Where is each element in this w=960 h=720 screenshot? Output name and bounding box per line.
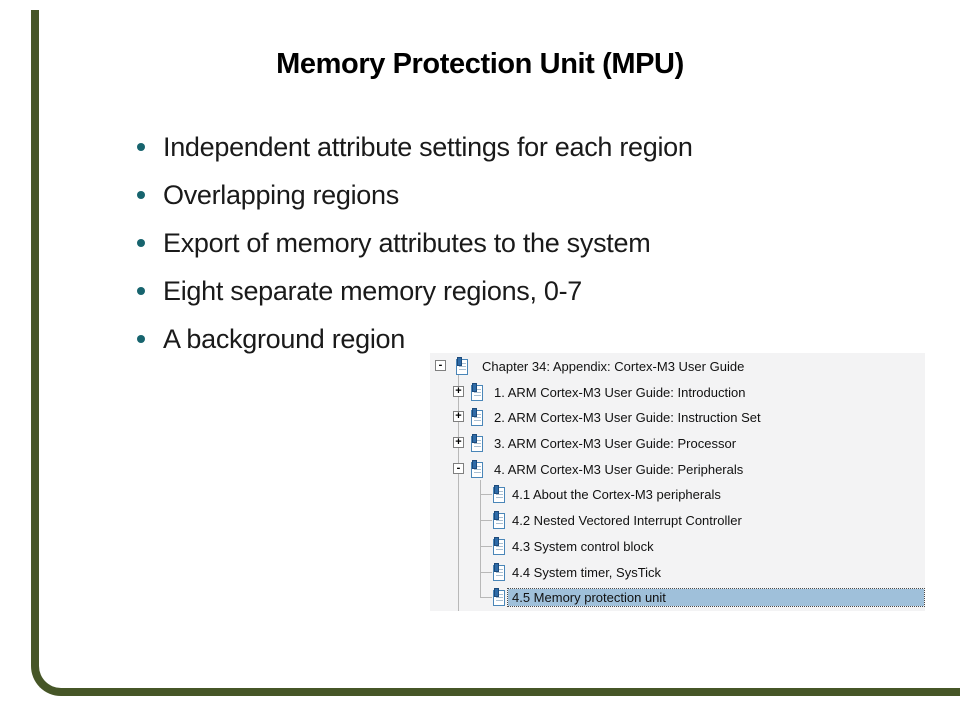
tree-connector-line	[458, 373, 459, 611]
collapse-toggle-icon[interactable]: -	[453, 463, 464, 474]
tree-item-label: 4. ARM Cortex-M3 User Guide: Peripherals	[494, 462, 744, 477]
tree-item-label: 4.5 Memory protection unit	[507, 588, 925, 607]
toc-tree-panel: - Chapter 34: Appendix: Cortex-M3 User G…	[430, 353, 925, 611]
tree-item[interactable]: 4.2 Nested Vectored Interrupt Controller	[430, 509, 925, 531]
tree-item-label: 4.3 System control block	[512, 539, 654, 554]
expand-toggle-icon[interactable]: +	[453, 437, 464, 448]
topic-page-icon	[492, 537, 506, 558]
tree-item[interactable]: + 1. ARM Cortex-M3 User Guide: Introduct…	[430, 381, 925, 403]
tree-item-label: 4.4 System timer, SysTick	[512, 565, 662, 580]
tree-item-label: 1. ARM Cortex-M3 User Guide: Introductio…	[494, 385, 746, 400]
bullet-item: Eight separate memory regions, 0-7	[130, 267, 770, 315]
topic-page-icon	[470, 383, 484, 404]
topic-page-icon	[492, 511, 506, 532]
tree-item-label: 3. ARM Cortex-M3 User Guide: Processor	[494, 436, 737, 451]
tree-item[interactable]: 4.4 System timer, SysTick	[430, 561, 925, 583]
topic-page-icon	[492, 563, 506, 584]
topic-page-icon	[470, 408, 484, 429]
tree-item[interactable]: - 4. ARM Cortex-M3 User Guide: Periphera…	[430, 458, 925, 480]
tree-item[interactable]: + 2. ARM Cortex-M3 User Guide: Instructi…	[430, 406, 925, 428]
tree-item-label: 2. ARM Cortex-M3 User Guide: Instruction…	[494, 410, 761, 425]
collapse-toggle-icon[interactable]: -	[435, 360, 446, 371]
topic-page-icon	[470, 434, 484, 455]
tree-connector-line	[480, 480, 481, 597]
expand-toggle-icon[interactable]: +	[453, 411, 464, 422]
slide-title: Memory Protection Unit (MPU)	[276, 48, 684, 80]
tree-item[interactable]: - Chapter 34: Appendix: Cortex-M3 User G…	[430, 355, 925, 377]
bullet-item: Overlapping regions	[130, 171, 770, 219]
bullet-item: Export of memory attributes to the syste…	[130, 219, 770, 267]
topic-page-icon	[492, 588, 506, 609]
tree-item[interactable]: 4.1 About the Cortex-M3 peripherals	[430, 483, 925, 505]
bullet-list: Independent attribute settings for each …	[130, 123, 770, 363]
expand-toggle-icon[interactable]: +	[453, 386, 464, 397]
slide-accent-frame	[31, 10, 960, 696]
tree-item[interactable]: + 3. ARM Cortex-M3 User Guide: Processor	[430, 432, 925, 454]
bullet-item: A background region	[130, 315, 770, 363]
topic-page-icon	[470, 460, 484, 481]
bullet-item: Independent attribute settings for each …	[130, 123, 770, 171]
tree-item-label: 4.2 Nested Vectored Interrupt Controller	[512, 513, 742, 528]
topic-page-icon	[455, 357, 469, 378]
tree-item-selected[interactable]: 4.5 Memory protection unit	[430, 586, 925, 608]
tree-item-label: 4.1 About the Cortex-M3 peripherals	[512, 487, 721, 502]
tree-item[interactable]: 4.3 System control block	[430, 535, 925, 557]
tree-item-label: Chapter 34: Appendix: Cortex-M3 User Gui…	[482, 359, 745, 374]
topic-page-icon	[492, 485, 506, 506]
